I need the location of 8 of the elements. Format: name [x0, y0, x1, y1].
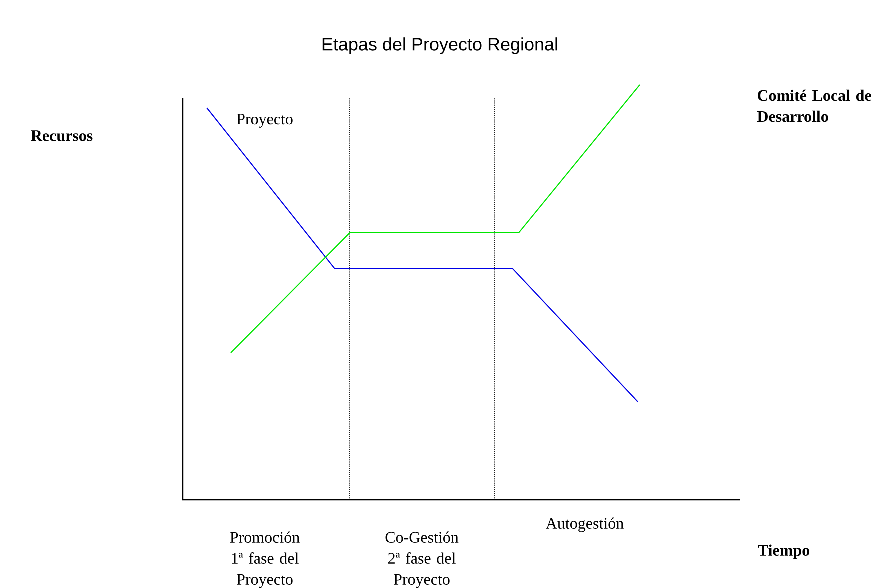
phase-label: Co-Gestión 2ª fase del Proyecto: [386, 532, 459, 588]
title: Etapas del Proyecto Regional: [322, 38, 558, 54]
axis-label: Tiempo: [758, 544, 810, 560]
comite-label: Comité Local de Desarrollo: [757, 90, 872, 122]
axis-label: Recursos: [31, 130, 93, 142]
phase-label: Autogestión: [546, 518, 624, 532]
phase-label: Promoción 1ª fase del Proyecto: [230, 532, 300, 588]
series-label: Proyecto: [237, 114, 293, 128]
